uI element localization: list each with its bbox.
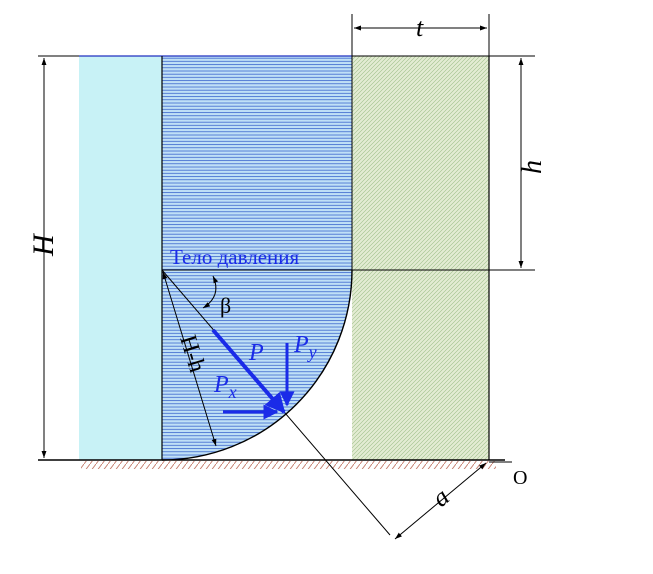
beta-label: β [220,293,231,318]
curved-surface [161,269,353,461]
a-dimension-line [394,462,487,540]
t-label: t [416,13,424,42]
Px-label-sub: x [228,382,237,402]
a-label: a [426,482,455,513]
Py-label-main: P [293,332,309,358]
H-label: H [27,232,60,257]
wall-region [352,56,489,460]
Py-label: Py [293,332,317,362]
Py-label-sub: y [307,342,317,362]
water-strip [79,56,162,460]
beta-angle-arc [202,275,219,309]
H-h-dimension-line [162,271,217,447]
P-label: P [248,340,264,366]
h-label: h [517,160,548,174]
ground-hatch [81,461,496,469]
Px-label: Px [213,372,237,402]
P-force-arrow [211,328,286,414]
origin-label: O [513,467,527,489]
Px-label-main: P [213,372,229,398]
body-of-pressure-label: Тело давления [170,245,299,269]
